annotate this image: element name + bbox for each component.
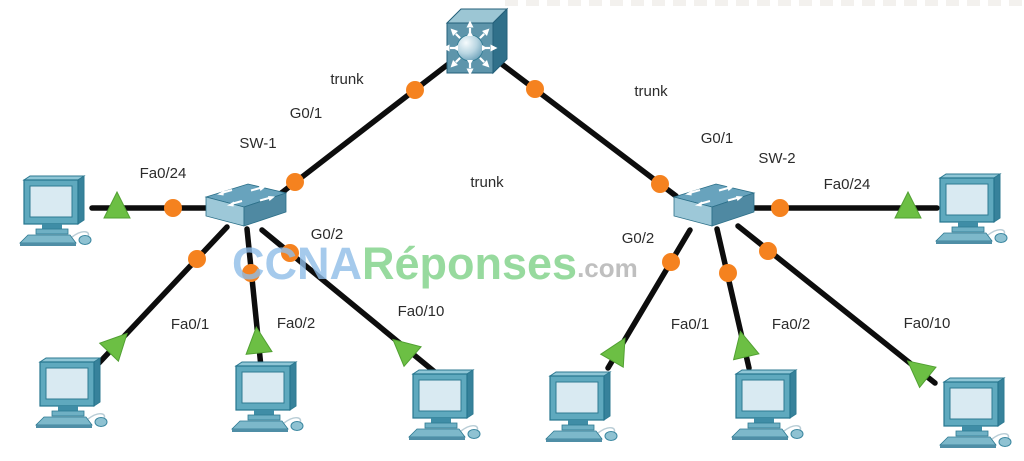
pc-left-1-icon[interactable] xyxy=(35,357,108,429)
port-activity-dots xyxy=(164,80,789,282)
pc-left-2-icon[interactable] xyxy=(231,361,304,433)
port-activity-dot xyxy=(406,81,424,99)
port-activity-dot xyxy=(242,264,260,282)
cable-core-sw1-trunk[interactable] xyxy=(277,59,454,197)
port-label-fa01-left: Fa0/1 xyxy=(171,316,209,333)
port-label-g02-left: G0/2 xyxy=(311,226,344,243)
port-activity-dot xyxy=(651,175,669,193)
port-label-g02-right: G0/2 xyxy=(622,230,655,247)
port-label-g01-right: G0/1 xyxy=(701,130,734,147)
port-activity-dot xyxy=(719,264,737,282)
device-label-sw1: SW-1 xyxy=(239,135,276,152)
port-activity-dot xyxy=(526,80,544,98)
device-label-sw2: SW-2 xyxy=(758,150,795,167)
pc-right-3-icon[interactable] xyxy=(939,377,1012,449)
link-label-trunk-left: trunk xyxy=(330,71,364,88)
multilayer-switch-icon[interactable] xyxy=(443,7,509,77)
port-activity-dot xyxy=(188,250,206,268)
port-label-fa01-right: Fa0/1 xyxy=(671,316,709,333)
port-label-g01-left: G0/1 xyxy=(290,105,323,122)
link-up-triangle-icon xyxy=(245,325,273,355)
cropped-text-artifact xyxy=(505,0,1024,6)
port-label-fa024-right: Fa0/24 xyxy=(824,176,871,193)
pc-right-1-icon[interactable] xyxy=(545,371,618,443)
pc-right-2-icon[interactable] xyxy=(731,369,804,441)
label-group: SW-1 SW-2 trunk trunk trunk G0/1 G0/1 G0… xyxy=(138,69,953,335)
link-up-triangle-icon xyxy=(392,338,422,368)
link-up-triangle-icon xyxy=(98,332,128,363)
pc-right-icon[interactable] xyxy=(935,173,1008,245)
link-up-triangle-icon xyxy=(894,190,922,219)
link-status-triangles xyxy=(98,190,937,389)
switch-sw1-icon[interactable] xyxy=(205,183,287,227)
port-activity-dot xyxy=(286,173,304,191)
port-activity-dot xyxy=(164,199,182,217)
port-activity-dot xyxy=(281,244,299,262)
link-up-triangle-icon xyxy=(732,330,760,361)
port-label-fa024-left: Fa0/24 xyxy=(140,165,187,182)
pc-left-3-icon[interactable] xyxy=(408,369,481,441)
link-label-trunk-right: trunk xyxy=(634,83,668,100)
link-up-triangle-icon xyxy=(599,337,626,368)
port-label-fa010-left: Fa0/10 xyxy=(398,303,445,320)
port-label-fa010-right: Fa0/10 xyxy=(904,315,951,332)
port-label-fa02-left: Fa0/2 xyxy=(277,315,315,332)
link-up-triangle-icon xyxy=(103,190,131,219)
cable-group xyxy=(89,59,940,386)
switch-sw2-icon[interactable] xyxy=(673,183,755,227)
link-up-triangle-icon xyxy=(906,360,937,389)
link-label-trunk-center: trunk xyxy=(470,174,504,191)
port-activity-dot xyxy=(662,253,680,271)
port-activity-dot xyxy=(771,199,789,217)
port-label-fa02-right: Fa0/2 xyxy=(772,316,810,333)
port-activity-dot xyxy=(759,242,777,260)
pc-left-icon[interactable] xyxy=(19,175,92,247)
